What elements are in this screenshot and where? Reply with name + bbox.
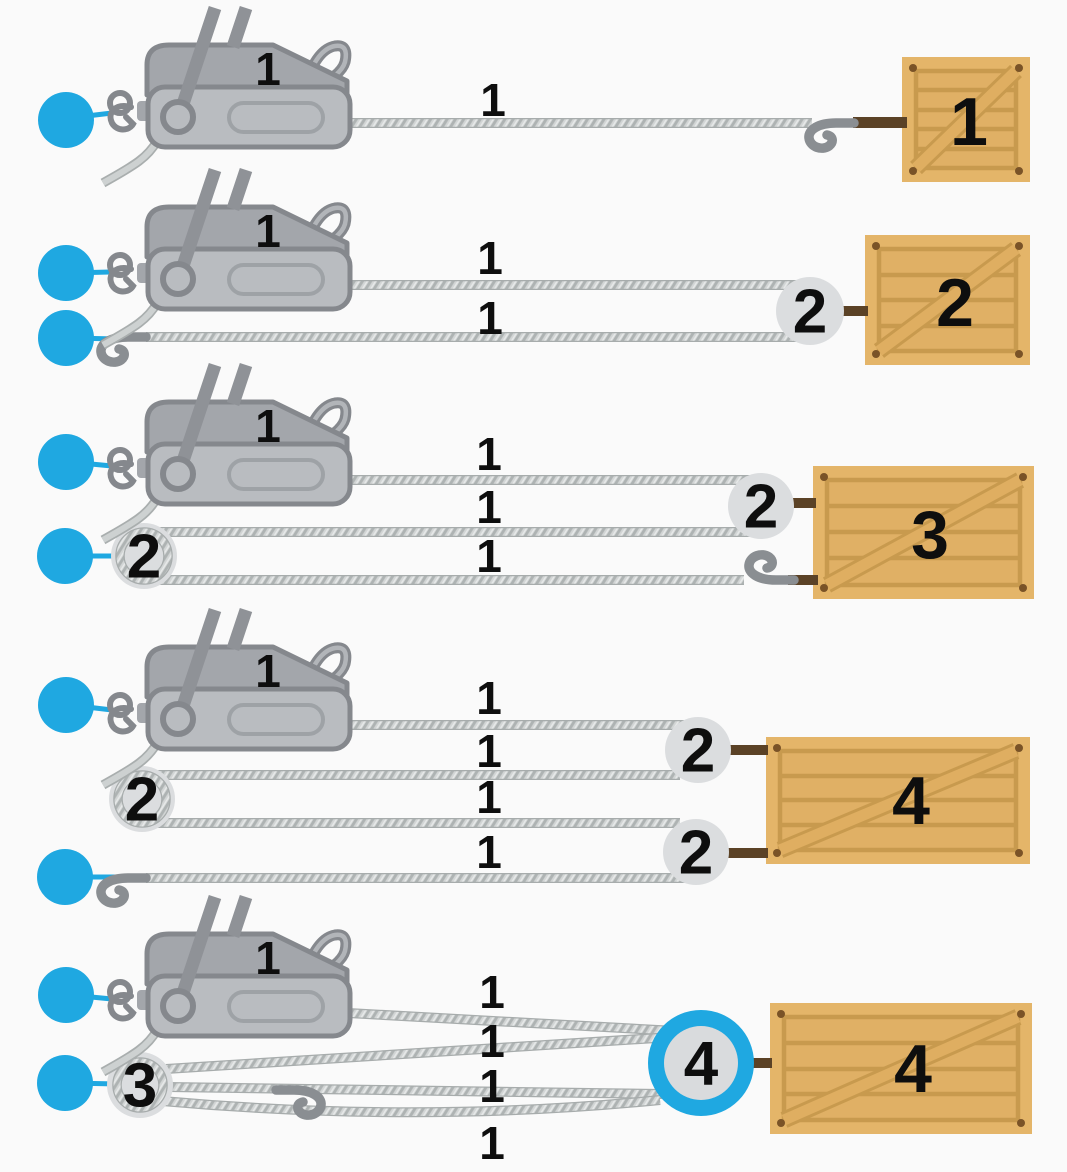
rope-label: 1 — [476, 771, 502, 823]
rope-wraps — [112, 527, 173, 1113]
anchor-ball — [38, 967, 94, 1023]
anchor-ball — [37, 528, 93, 584]
rope-label: 1 — [479, 1015, 505, 1067]
pulley-label: 4 — [684, 1030, 719, 1099]
pulley-label: 2 — [679, 819, 713, 888]
winch-icon — [103, 8, 350, 183]
rope-label: 1 — [476, 725, 502, 777]
crate-label: 1 — [950, 84, 988, 160]
hook-icon — [749, 555, 794, 580]
hook-icon — [809, 123, 854, 148]
pulley — [728, 473, 794, 539]
rope — [166, 1037, 672, 1069]
load-bar — [724, 848, 768, 858]
crate-2 — [865, 235, 1030, 365]
winch-icon — [103, 610, 350, 785]
winch-label: 1 — [255, 932, 281, 984]
rope-label: 1 — [476, 428, 502, 480]
load-bar — [790, 498, 816, 508]
crate-nails — [773, 744, 1023, 857]
rope — [348, 1013, 676, 1031]
crate-5 — [770, 1003, 1032, 1134]
crate-nails — [820, 473, 1027, 592]
crate-brace-fill — [824, 475, 1023, 590]
anchor-ball — [38, 677, 94, 733]
anchor-ball — [37, 849, 93, 905]
winch-label: 1 — [255, 205, 281, 257]
rope-label: 1 — [479, 1117, 505, 1169]
winch-icon — [103, 170, 350, 345]
pulley-label: 3 — [123, 1052, 157, 1121]
pulley-label: 2 — [125, 766, 159, 835]
load-bar — [748, 1058, 772, 1068]
rope-label: 1 — [476, 672, 502, 724]
crate-label: 3 — [911, 497, 949, 573]
rope-label: 1 — [477, 292, 503, 344]
pulley-label: 2 — [127, 523, 161, 592]
crate-label: 4 — [892, 763, 930, 839]
winch-icon — [103, 897, 350, 1072]
crate-nails — [909, 64, 1023, 175]
crate-brace-fill — [912, 67, 1020, 172]
pulleys — [107, 277, 844, 1118]
rope-label: 1 — [476, 530, 502, 582]
rope-label: 1 — [477, 232, 503, 284]
crate-nails — [872, 242, 1023, 358]
hook-icon — [101, 878, 146, 903]
anchor-ball — [37, 1055, 93, 1111]
big-pulley-sheave — [664, 1026, 738, 1100]
crate-3 — [813, 466, 1034, 599]
pulley-label: 2 — [744, 473, 778, 542]
load-bar — [853, 117, 907, 128]
crate-brace-fill — [875, 244, 1020, 356]
crate-label: 4 — [894, 1031, 932, 1107]
pulley-label: 2 — [681, 717, 715, 786]
rope-label: 1 — [476, 481, 502, 533]
load-bar — [726, 745, 768, 755]
anchor-balls — [37, 92, 94, 1111]
pulley — [663, 819, 729, 885]
pulley — [776, 277, 844, 345]
crate-4 — [766, 737, 1030, 864]
anchor-ball — [38, 310, 94, 366]
crate-1 — [902, 57, 1030, 182]
rope — [162, 1100, 660, 1112]
winch-label: 1 — [255, 43, 281, 95]
big-pulley — [648, 1010, 754, 1116]
winch-label: 1 — [255, 645, 281, 697]
winch-icon — [103, 365, 350, 540]
crate-label: 2 — [936, 265, 974, 341]
pulley — [665, 717, 731, 783]
rope — [168, 1087, 662, 1094]
anchor-ball — [38, 245, 94, 301]
winch-label: 1 — [255, 400, 281, 452]
anchor-ball — [38, 92, 94, 148]
labels: 1 1 1 1 1 1 1 1 1 1 1 1 1 1 1 1 1 1 1 2 … — [123, 43, 988, 1169]
load-bar — [788, 575, 818, 585]
load-bars — [724, 117, 907, 1068]
pulley-label: 2 — [793, 278, 827, 347]
rope-label: 1 — [479, 966, 505, 1018]
load-bar — [838, 306, 868, 316]
crate-brace-fill — [777, 745, 1019, 856]
crate-brace-fill — [781, 1011, 1021, 1126]
rope-label: 1 — [476, 826, 502, 878]
anchor-ball — [38, 434, 94, 490]
rope-label: 1 — [479, 1060, 505, 1112]
rope-label: 1 — [480, 74, 506, 126]
crate-nails — [777, 1010, 1025, 1127]
